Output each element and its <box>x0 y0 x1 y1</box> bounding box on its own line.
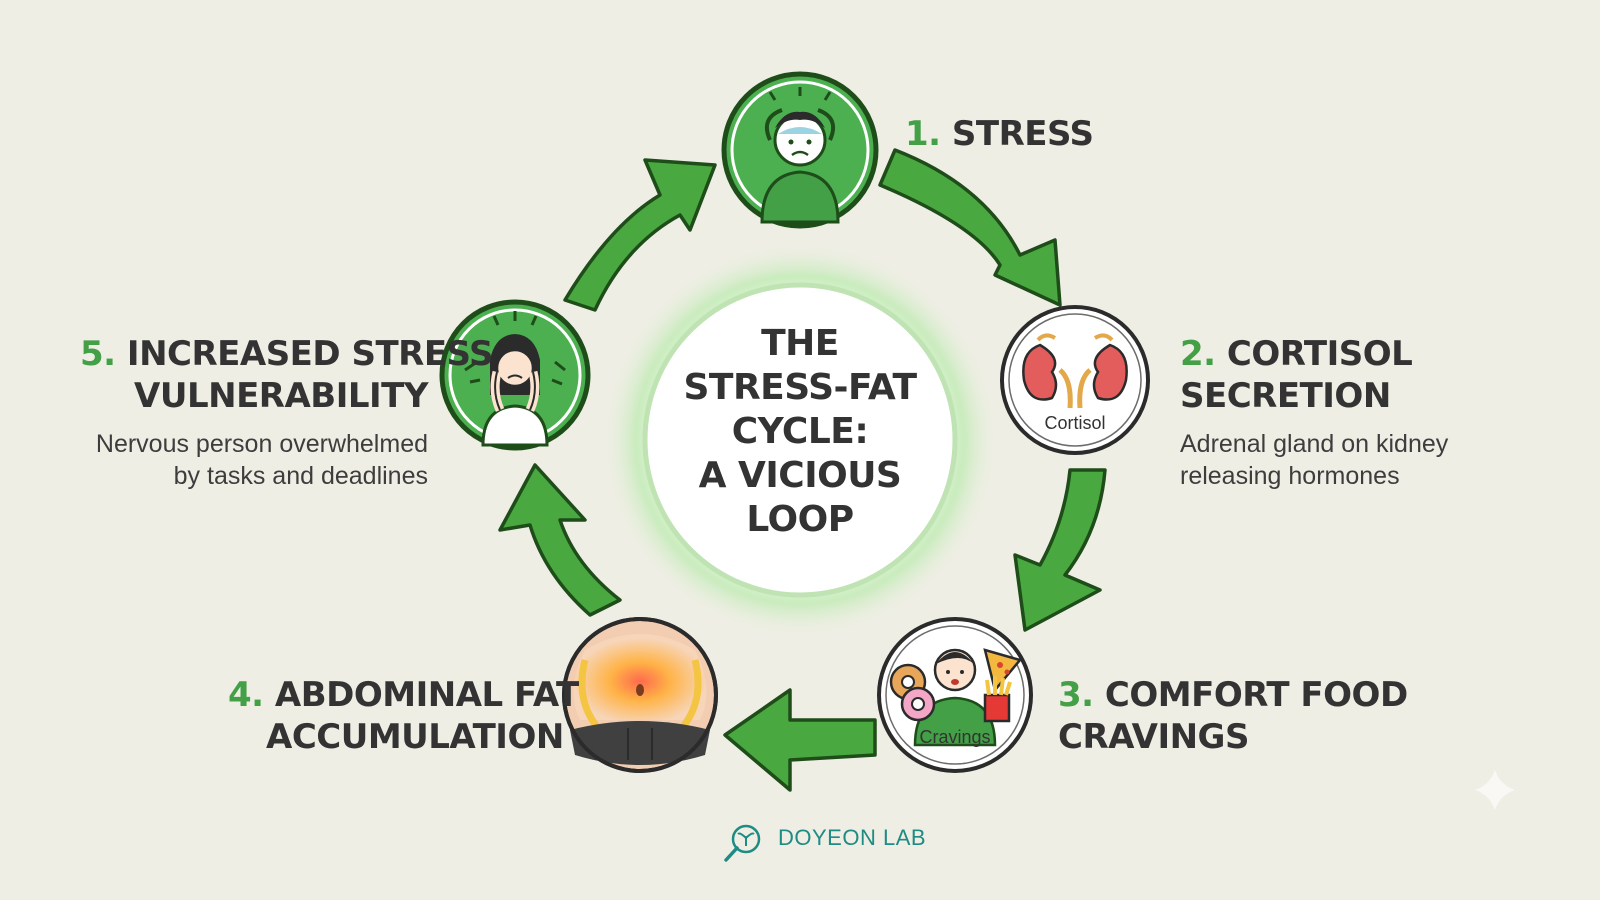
overwhelmed-person-icon <box>439 299 591 451</box>
step-1-title-line: STRESS <box>951 114 1094 154</box>
sparkle-icon <box>1475 770 1515 810</box>
step-5-title-line: INCREASED STRESS <box>126 334 494 374</box>
step-2-description-line: Adrenal gland on kidney <box>1180 430 1449 458</box>
step-3-title-line: COMFORT FOOD <box>1104 675 1408 715</box>
center-circle <box>642 282 958 598</box>
junk-food-icon <box>877 617 1033 773</box>
title-line: CYCLE: <box>731 411 869 452</box>
step-2-title-line: SECRETION <box>1180 376 1391 416</box>
cravings-icon-label: Cravings <box>919 727 991 747</box>
step-2-description-line: releasing hormones <box>1180 462 1400 490</box>
step-3-number: 3. <box>1058 675 1094 715</box>
step-2-title: 2. CORTISOL SECRETION <box>1180 333 1413 417</box>
stressed-person-icon <box>721 71 879 229</box>
step-2-description: Adrenal gland on kidney releasing hormon… <box>1180 428 1448 492</box>
title-line: A VICIOUS <box>698 455 902 496</box>
step-4-title-line: ACCUMULATION <box>266 717 564 757</box>
step-4-title: 4. ABDOMINAL FAT ACCUMULATION <box>228 674 579 758</box>
step-5-description-line: by tasks and deadlines <box>173 462 428 490</box>
kidney-icon <box>1000 305 1150 455</box>
cortisol-icon-label: Cortisol <box>1044 413 1106 433</box>
step-1-title: 1. STRESS <box>905 113 1094 155</box>
step-5-title: 5. INCREASED STRESS VULNERABILITY <box>80 333 494 417</box>
step-4-title-line: ABDOMINAL FAT <box>274 675 579 715</box>
step-3-title-line: CRAVINGS <box>1058 717 1249 757</box>
arrow-cortisol-to-cravings <box>1013 468 1107 632</box>
step-2-number: 2. <box>1180 334 1216 374</box>
title-line: LOOP <box>746 499 854 540</box>
step-4-number: 4. <box>228 675 264 715</box>
step-2-title-line: CORTISOL <box>1226 334 1413 374</box>
step-1-number: 1. <box>905 114 941 154</box>
arrow-fat-to-vulnerability <box>498 463 622 617</box>
center-title: THE STRESS-FAT CYCLE: A VICIOUS LOOP <box>650 322 950 542</box>
brand: DOYEON LAB <box>778 818 926 858</box>
arrow-stress-to-cortisol <box>878 148 1062 307</box>
arrow-cravings-to-fat <box>723 688 877 792</box>
step-5-description-line: Nervous person overwhelmed <box>95 430 428 458</box>
title-line: THE <box>761 323 839 364</box>
magnifier-sprout-icon <box>724 824 761 862</box>
belly-fat-icon <box>562 617 718 773</box>
brand-name: DOYEON LAB <box>778 825 927 850</box>
step-5-title-line: VULNERABILITY <box>134 376 428 416</box>
step-3-title: 3. COMFORT FOOD CRAVINGS <box>1058 674 1408 758</box>
step-5-number: 5. <box>80 334 116 374</box>
step-5-description: Nervous person overwhelmed by tasks and … <box>60 428 428 492</box>
arrow-vulnerability-to-stress <box>563 158 717 312</box>
title-line: STRESS-FAT <box>683 367 917 408</box>
